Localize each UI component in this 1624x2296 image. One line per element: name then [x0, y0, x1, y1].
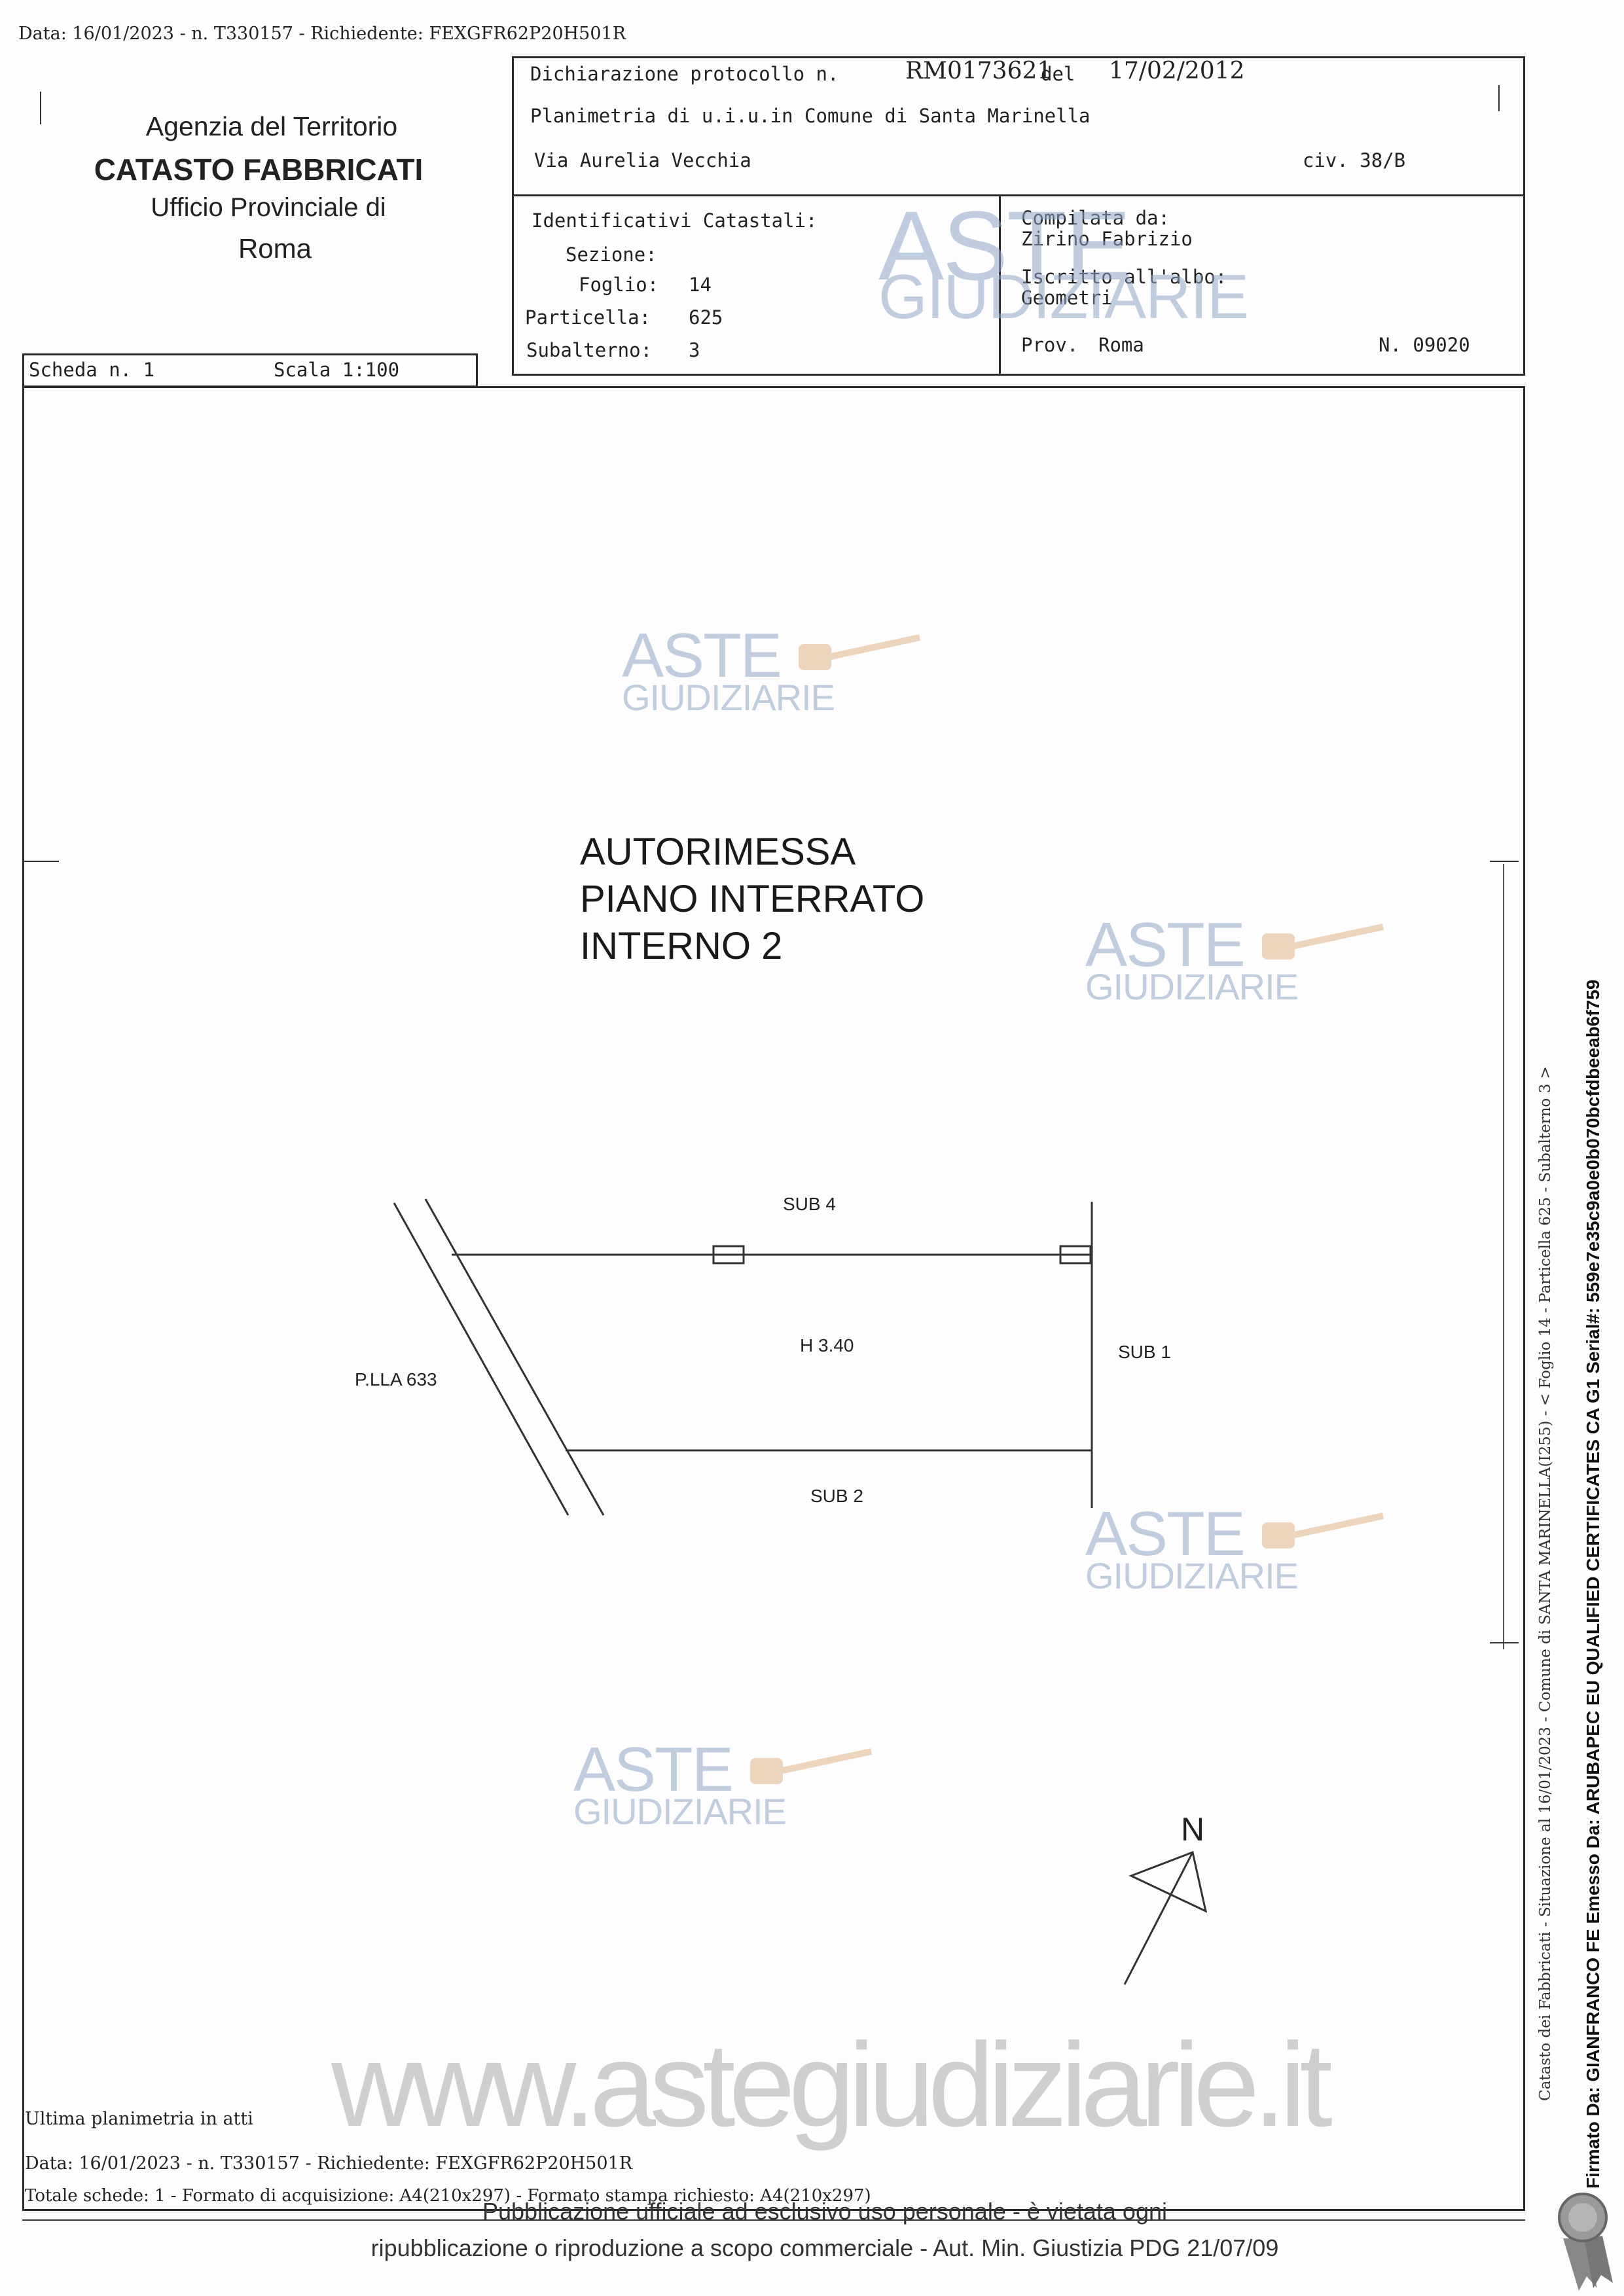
albo-label: Iscritto all'albo:: [1021, 266, 1227, 288]
gavel-icon: [750, 1748, 873, 1784]
sheet-scale: Scala 1:100: [274, 359, 400, 381]
header-vertical-divider: [999, 194, 1001, 376]
drawing-frame: [22, 386, 1525, 2211]
label-height: H 3.40: [800, 1335, 854, 1355]
compiler-label: Compilata da:: [1021, 207, 1170, 229]
header-info-box: [512, 56, 1525, 376]
plan-wall-diagonal-inner: [424, 1198, 605, 1516]
foglio-value: 14: [689, 274, 712, 296]
particella-label: Particella:: [525, 306, 651, 329]
provincial-office: Ufficio Provinciale di: [151, 193, 386, 222]
plan-title-line2: PIANO INTERRATO: [580, 878, 925, 920]
office-city: Roma: [238, 233, 312, 264]
civic-number: civ. 38/B: [1303, 149, 1406, 171]
plan-title-line3: INTERNO 2: [580, 925, 783, 967]
label-plla-633: P.LLA 633: [355, 1369, 437, 1390]
subalterno-value: 3: [689, 339, 700, 361]
label-sub2: SUB 2: [810, 1486, 863, 1506]
office-name: CATASTO FABBRICATI: [94, 152, 424, 187]
watermark-3: ASTE GIUDIZIARIE: [1085, 1503, 1386, 1601]
website-watermark: www.astegiudiziarie.it: [331, 2018, 1333, 2151]
publication-notice-line1: Pubblicazione ufficiale ad esclusivo uso…: [482, 2198, 1167, 2225]
north-arrow-head: [1128, 1850, 1208, 1913]
compiler-name: Zirino Fabrizio: [1021, 228, 1193, 250]
plan-opening-1: [712, 1245, 745, 1265]
gavel-icon: [1262, 1513, 1384, 1549]
prov-value: Roma: [1098, 334, 1144, 356]
top-request-line: Data: 16/01/2023 - n. T330157 - Richiede…: [18, 24, 626, 44]
identifiers-title: Identificativi Catastali:: [532, 209, 818, 232]
publication-notice-line2: ripubblicazione o riproduzione a scopo c…: [370, 2234, 1279, 2261]
foglio-label: Foglio:: [579, 274, 659, 296]
gavel-icon: [799, 634, 921, 670]
gavel-icon: [1262, 924, 1384, 960]
sheet-number: Scheda n. 1: [29, 359, 155, 381]
frame-right-marker: [1503, 864, 1504, 1649]
registration-number: N. 09020: [1379, 334, 1470, 356]
plan-wall-diagonal-outer: [393, 1202, 569, 1516]
label-sub1: SUB 1: [1118, 1342, 1171, 1362]
subalterno-label: Subalterno:: [526, 339, 653, 361]
last-plan-note: Ultima planimetria in atti: [25, 2109, 253, 2129]
watermark-1: ASTE GIUDIZIARIE: [622, 624, 923, 723]
header-divider: [512, 194, 1525, 196]
sezione-label: Sezione:: [566, 243, 657, 266]
prov-label: Prov.: [1021, 334, 1079, 356]
footer-data-line: Data: 16/01/2023 - n. T330157 - Richiede…: [25, 2153, 633, 2174]
agency-name: Agenzia del Territorio: [145, 111, 398, 141]
address: Via Aurelia Vecchia: [534, 149, 751, 171]
declaration-date: 17/02/2012: [1109, 58, 1245, 84]
watermark-4: ASTE GIUDIZIARIE: [573, 1738, 875, 1837]
declaration-number: RM0173621: [905, 58, 1053, 84]
plan-opening-2: [1059, 1245, 1092, 1265]
plan-title-line1: AUTORIMESSA: [580, 831, 856, 873]
albo-value: Geometri: [1021, 287, 1113, 309]
declaration-label: Dichiarazione protocollo n.: [530, 63, 839, 85]
particella-value: 625: [689, 306, 723, 329]
watermark-2: ASTE GIUDIZIARIE: [1085, 914, 1386, 1012]
declaration-del: del: [1041, 63, 1075, 85]
plan-municipality-line: Planimetria di u.i.u.in Comune di Santa …: [530, 105, 1091, 127]
north-label: N: [1181, 1811, 1205, 1848]
north-arrow-shaft: [1123, 1852, 1194, 1985]
footer-schede-line: Totale schede: 1 - Formato di acquisizio…: [25, 2186, 871, 2206]
label-sub4: SUB 4: [783, 1194, 836, 1214]
